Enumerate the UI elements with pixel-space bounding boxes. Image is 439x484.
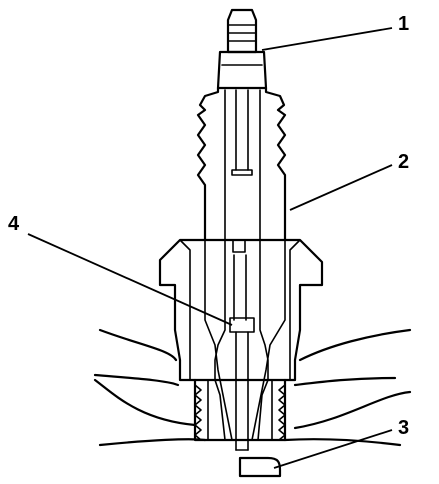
cylinder-head xyxy=(93,328,412,447)
callout-4: 4 xyxy=(8,213,20,235)
terminal-post xyxy=(216,8,268,90)
leader-lines xyxy=(27,27,393,469)
callout-2: 2 xyxy=(398,151,409,173)
leader-line-3 xyxy=(273,429,393,469)
ground-electrode xyxy=(238,456,282,478)
callout-1: 1 xyxy=(398,13,409,35)
center-electrode xyxy=(229,89,255,451)
leader-line-2 xyxy=(289,164,393,211)
leader-line-4 xyxy=(27,233,233,326)
insulator-body xyxy=(196,86,287,441)
threaded-shell xyxy=(193,378,287,442)
hex-shell xyxy=(158,238,324,382)
callout-3: 3 xyxy=(398,417,409,439)
leader-line-1 xyxy=(261,27,393,51)
